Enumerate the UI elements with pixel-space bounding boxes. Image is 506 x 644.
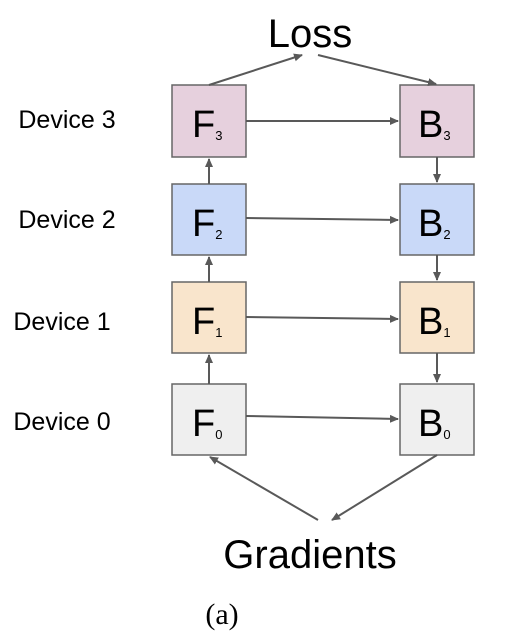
device-label-1: Device 1 (13, 308, 110, 336)
svg-text:B3: B3 (418, 104, 451, 146)
backward-box-3: B3 (399, 84, 475, 158)
loss-label: Loss (268, 12, 353, 56)
forward-box-1: F1 (171, 281, 247, 354)
device-label-3: Device 3 (18, 106, 115, 134)
svg-text:B0: B0 (418, 403, 451, 445)
device-label-0: Device 0 (13, 408, 110, 436)
forward-box-0: F0 (171, 383, 247, 456)
device-label-2: Device 2 (18, 206, 115, 234)
arrow-f0-b0 (245, 414, 399, 423)
svg-text:F0: F0 (192, 403, 222, 445)
caption: (a) (205, 598, 238, 631)
forward-box-2: F2 (171, 183, 247, 256)
arrow-loss-b3 (317, 54, 437, 86)
backward-box-2: B2 (399, 183, 475, 256)
forward-box-3: F3 (171, 84, 247, 158)
gradients-label: Gradients (223, 533, 396, 577)
arrow-f1-b1 (245, 314, 399, 323)
arrow-f3-loss (208, 53, 303, 86)
svg-text:F1: F1 (192, 301, 222, 343)
svg-text:F3: F3 (192, 104, 222, 146)
svg-text:B1: B1 (418, 301, 451, 343)
svg-text:B2: B2 (418, 203, 451, 245)
arrow-f2-b2 (245, 215, 399, 224)
arrow-b0-gradients (331, 454, 438, 521)
arrow-gradients-f0 (209, 456, 319, 521)
backward-box-0: B0 (399, 383, 475, 456)
svg-text:F2: F2 (192, 203, 222, 245)
backward-box-1: B1 (399, 281, 475, 354)
